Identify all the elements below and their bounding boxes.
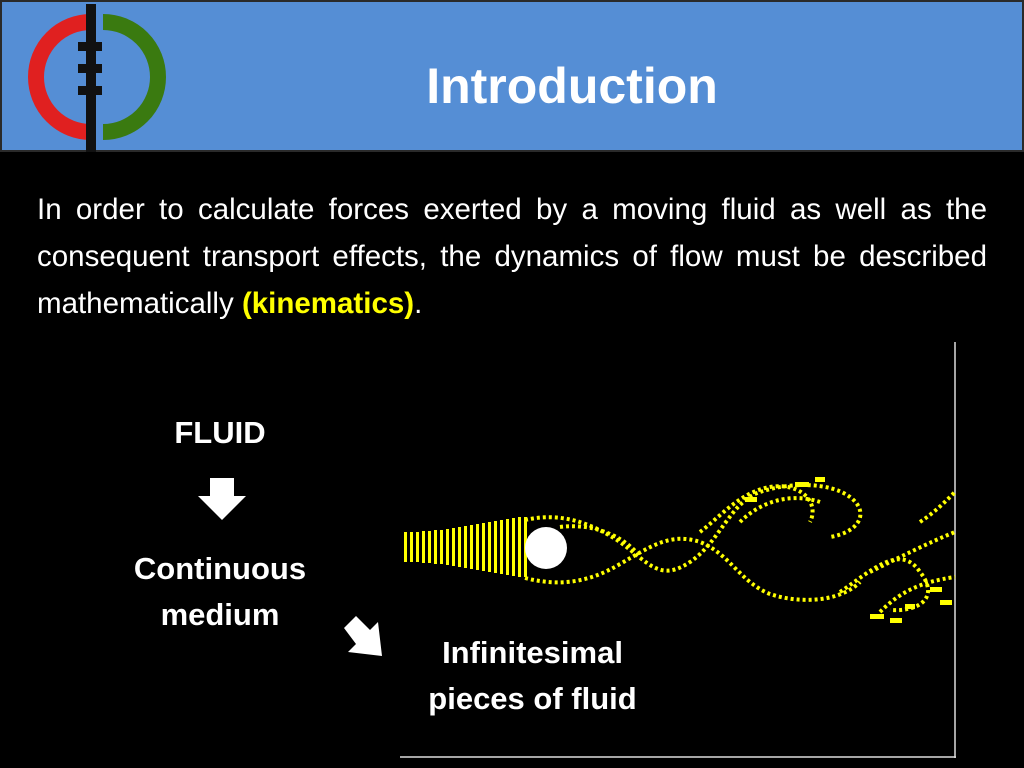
intro-text: In order to calculate forces exerted by … [37,193,987,320]
continuous-medium-label: Continuous medium [133,551,307,632]
intro-paragraph: In order to calculate forces exerted by … [37,186,987,327]
arrow-diagonal-icon [344,616,382,656]
arrow-down-icon [198,478,246,520]
logo [28,4,166,152]
intro-period: . [414,287,423,320]
fluid-label: FLUID [174,415,266,450]
kinematics-highlight: (kinematics) [241,287,415,320]
vortex-street-image [400,342,956,758]
infinitesimal-pieces-label: Infinitesimal pieces of fluid [428,635,637,716]
page-title: Introduction [426,58,718,114]
title-bar: Introduction [0,0,1024,152]
